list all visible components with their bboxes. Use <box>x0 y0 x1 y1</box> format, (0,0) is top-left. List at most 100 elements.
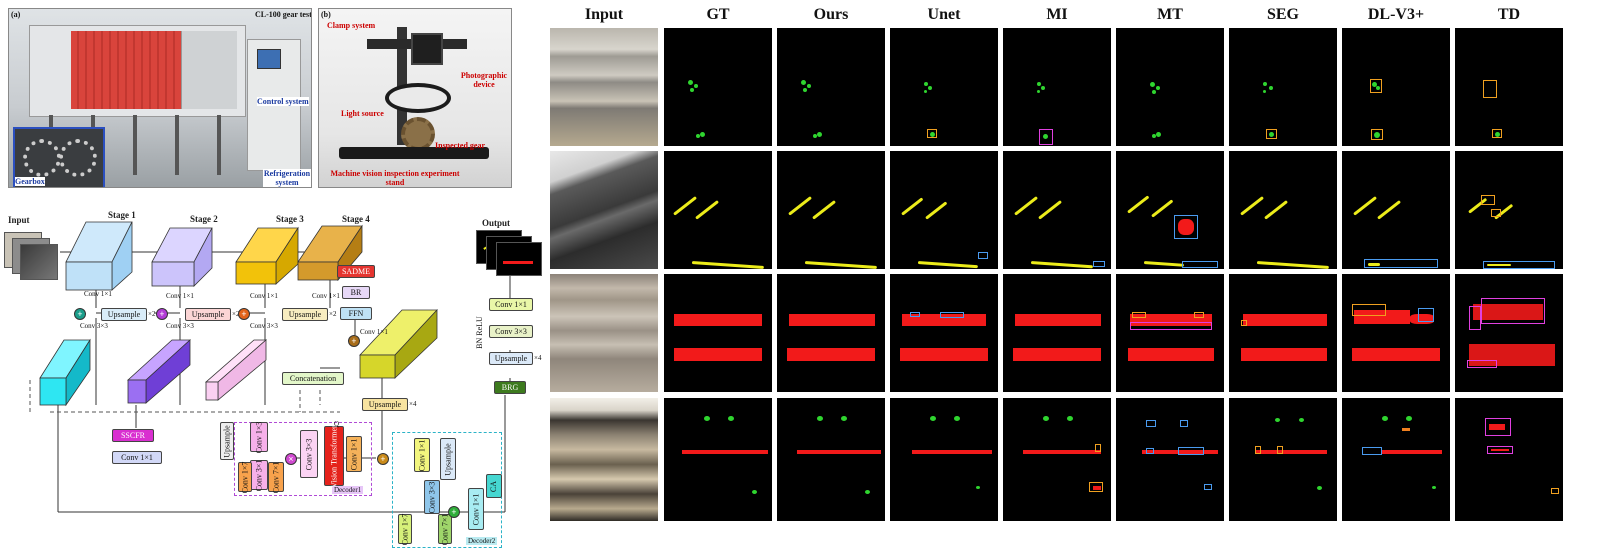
mi-mask-row3 <box>1003 274 1111 392</box>
light-source-label: Light source <box>341 109 384 118</box>
orange-box <box>1089 482 1103 492</box>
magenta-box <box>1467 360 1497 368</box>
scale-x2-1: ×2 <box>148 310 156 318</box>
crack-mark <box>925 201 948 220</box>
td-mask-row2 <box>1455 151 1563 269</box>
conv-1x1-label: Conv 1×1 <box>84 290 112 298</box>
pitting-mark <box>1037 90 1040 93</box>
conv-7x1-label: Conv 7×1 <box>271 461 281 493</box>
stage-2-label: Stage 2 <box>190 214 218 224</box>
pitting-mark <box>1156 132 1161 137</box>
stage-4-label: Stage 4 <box>342 214 370 224</box>
pitting-mark <box>1376 86 1380 90</box>
stage-3-label: Stage 3 <box>276 214 304 224</box>
blue-box <box>1204 484 1212 490</box>
crack-mark <box>1030 261 1093 269</box>
decoder1-region <box>234 422 372 496</box>
pitting-mark <box>1263 90 1266 93</box>
decoder1-label: Decoder1 <box>332 486 364 494</box>
wear-mark <box>1491 449 1509 451</box>
gear-test-rig-photo: (a) CL-100 gear test Control system Gear… <box>8 8 312 188</box>
crack-mark <box>1256 261 1329 269</box>
wear-mark <box>1402 428 1410 431</box>
magenta-box <box>1485 418 1511 436</box>
dlv3-mask-row3 <box>1342 274 1450 392</box>
scale-x2-2: ×2 <box>232 310 240 318</box>
conv-3x3-label: Conv 3×3 <box>80 322 108 330</box>
orange-box <box>1352 304 1386 316</box>
conv-1x7-block: Conv 1×7 <box>238 461 252 493</box>
blue-box <box>910 312 920 317</box>
mt-mask-row3 <box>1116 274 1224 392</box>
orange-box <box>1266 129 1277 139</box>
magenta-box <box>1481 298 1545 324</box>
orange-box <box>1551 488 1559 494</box>
pitting-mark <box>690 88 694 92</box>
input-image-stack <box>4 232 58 280</box>
crack-mark <box>1143 261 1185 267</box>
scale-x2-3: ×2 <box>329 310 337 318</box>
pitting-mark <box>1263 82 1267 86</box>
stage-1-label: Stage 1 <box>108 210 136 220</box>
column-title-td: TD <box>1497 6 1521 23</box>
upsample-block-x4: Upsample <box>362 398 408 411</box>
conv-1x7-d2-label: Conv 1×7 <box>400 513 410 545</box>
conv-1x1-label: Conv 1×1 <box>166 292 194 300</box>
column-title-mt: MT <box>1157 6 1183 23</box>
decoder-block-olive <box>359 308 438 379</box>
wear-mark <box>1255 450 1327 454</box>
pitting-mark <box>696 134 700 138</box>
pitting-mark <box>1382 416 1388 421</box>
conv-1x7-label: Conv 1×7 <box>240 461 250 493</box>
dlv3-mask-row2 <box>1342 151 1450 269</box>
output-image <box>496 242 542 276</box>
wear-mark <box>787 348 875 361</box>
orange-box <box>1241 320 1247 326</box>
bn-relu-text: BN ReLU <box>474 315 484 349</box>
pitting-mark <box>1372 82 1377 87</box>
br-block: BR <box>342 286 370 299</box>
panel-a-label: (a) <box>11 10 21 19</box>
pitting-mark <box>817 132 822 137</box>
ours-mask-row3 <box>777 274 885 392</box>
dlv3-mask-row1 <box>1342 28 1450 146</box>
unet-mask-row3 <box>890 274 998 392</box>
clamp-system-label: Clamp system <box>327 21 376 30</box>
inspection-stand-photo: (b) Clamp system Photographic device Lig… <box>318 8 512 188</box>
crack-mark <box>1240 196 1264 216</box>
pitting-mark <box>1374 132 1380 138</box>
pitting-mark <box>728 416 734 421</box>
td-mask-row1 <box>1455 28 1563 146</box>
unet-mask-row1 <box>890 28 998 146</box>
pitting-mark <box>752 490 757 494</box>
orange-box <box>927 129 937 138</box>
conv-1x1-block-d2: Conv 1×1 <box>414 438 430 472</box>
conv-3x3-block-d2: Conv 3×3 <box>424 480 440 514</box>
td-mask-row4 <box>1455 398 1563 521</box>
pitting-mark <box>841 416 847 421</box>
crack-mark <box>691 261 764 269</box>
crack-mark <box>695 200 719 220</box>
pitting-mark <box>1317 486 1322 490</box>
ring-light <box>385 83 451 113</box>
output-label: Output <box>482 218 511 228</box>
upsample-block-decoder1-label: Upsample <box>222 424 232 458</box>
pitting-mark <box>928 86 932 90</box>
input-image-row4 <box>550 398 658 521</box>
pitting-mark <box>807 84 811 88</box>
scale-x4-2: ×4 <box>534 354 542 362</box>
wear-mark <box>902 314 986 326</box>
wear-mark <box>682 450 768 454</box>
crack-mark <box>1127 195 1150 214</box>
orange-box <box>1255 446 1261 454</box>
crack-mark <box>804 261 877 269</box>
mi-mask-row4 <box>1003 398 1111 521</box>
upsample-block-3: Upsample <box>282 308 328 321</box>
wear-mark <box>674 314 762 326</box>
column-title-input: Input <box>584 6 624 23</box>
add-operator: + <box>348 335 360 347</box>
pitting-mark <box>1152 90 1156 94</box>
input-image-row1 <box>550 28 658 146</box>
add-operator: + <box>377 453 389 465</box>
blue-box <box>1174 215 1198 239</box>
